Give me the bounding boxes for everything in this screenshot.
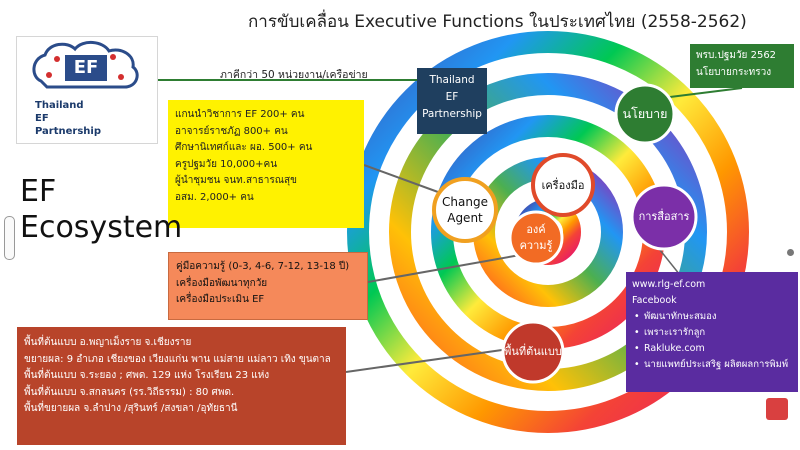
pilot-line: ขยายผล: 9 อำเภอ เชียงของ เวียงแก่น พาน แ… bbox=[24, 353, 331, 365]
connector-yellow bbox=[363, 164, 439, 193]
facebook-page-item[interactable]: เพราะเรารักลูก bbox=[632, 325, 792, 341]
policy-line-2: นโยบายกระทรวง bbox=[696, 67, 772, 78]
media-circle bbox=[630, 183, 698, 251]
knowledge-line-2: ความรู้ bbox=[519, 239, 553, 252]
stat-line: ศึกษานิเทศก์และ ผอ. 500+ คน bbox=[175, 142, 313, 153]
ecosystem-line-1: EF bbox=[20, 174, 57, 209]
tef-line-3: Partnership bbox=[422, 108, 482, 120]
logo-mark: EF bbox=[73, 57, 99, 78]
policy-note-box: พรบ.ปฐมวัย 2562 นโยบายกระทรวง bbox=[690, 44, 794, 88]
knowledge-line: เครื่องมือพัฒนาทุกวัย bbox=[176, 277, 268, 289]
brain-icon bbox=[32, 41, 139, 89]
pilot-label: พื้นที่ต้นแบบ bbox=[504, 345, 562, 358]
connector-purple bbox=[659, 249, 681, 276]
side-handle[interactable] bbox=[4, 216, 15, 260]
stat-line: ครูปฐมวัย 10,000+คน bbox=[175, 158, 278, 170]
policy-circle bbox=[614, 83, 676, 145]
knowledge-line: คู่มือความรู้ (0-3, 4-6, 7-12, 13-18 ปี) bbox=[176, 261, 350, 272]
corner-button[interactable] bbox=[766, 398, 788, 420]
pilot-line: พื้นที่ขยายผล จ.ลำปาง /สุรินทร์ /สงขลา /… bbox=[24, 403, 238, 414]
facebook-heading: Facebook bbox=[632, 295, 677, 306]
thailand-ef-partnership-box: Thailand EF Partnership bbox=[417, 68, 487, 134]
media-channels-box: www.rlg-ef.com Facebook พัฒนาทักษะสมอง เ… bbox=[626, 272, 798, 392]
connector-red bbox=[345, 349, 503, 373]
page-title: การขับเคลื่อน Executive Functions ในประเ… bbox=[248, 12, 747, 32]
facebook-page-item[interactable]: พัฒนาทักษะสมอง bbox=[632, 309, 792, 325]
network-label: ภาคีกว่า 50 หน่วยงาน/เครือข่าย bbox=[220, 69, 368, 81]
logo-line-3: Partnership bbox=[35, 126, 102, 137]
tools-circle bbox=[531, 153, 595, 217]
ecosystem-line-2: Ecosystem bbox=[20, 210, 183, 245]
facebook-page-item[interactable]: นายแพทย์ประเสริฐ ผลิตผลการพิมพ์ bbox=[632, 357, 792, 373]
logo-text: Thailand EF Partnership bbox=[35, 99, 101, 138]
stat-line: อสม. 2,000+ คน bbox=[175, 191, 254, 203]
connector-policy bbox=[661, 87, 743, 99]
spiral-ring-2 bbox=[389, 73, 707, 391]
media-label: การสื่อสาร bbox=[638, 210, 690, 223]
connector-orange bbox=[367, 254, 521, 283]
knowledge-line-1: องค์ bbox=[526, 223, 546, 236]
spiral-ring-outer bbox=[347, 31, 749, 433]
change-agent-line-1: Change bbox=[442, 195, 488, 209]
change-agent-label: Change Agent bbox=[435, 194, 495, 226]
website-link[interactable]: www.rlg-ef.com bbox=[632, 279, 706, 290]
policy-line-1: พรบ.ปฐมวัย 2562 bbox=[696, 50, 777, 61]
change-agent-line-2: Agent bbox=[447, 211, 483, 225]
change-agent-circle bbox=[432, 177, 498, 243]
tools-label: เครื่องมือ bbox=[541, 179, 585, 192]
stat-line: แกนนำวิชาการ EF 200+ คน bbox=[175, 109, 305, 120]
policy-label: นโยบาย bbox=[622, 106, 668, 121]
change-agent-stats-box: แกนนำวิชาการ EF 200+ คน อาจารย์ราชภัฏ 80… bbox=[168, 100, 364, 228]
pilot-line: พื้นที่ต้นแบบ จ.ระยอง ; ศพด. 129 แห่ง โร… bbox=[24, 370, 270, 381]
knowledge-circle bbox=[508, 210, 564, 266]
stat-line: ผู้นำชุมชน จนท.สาธารณสุข bbox=[175, 175, 297, 186]
facebook-page-item[interactable]: Rakluke.com bbox=[632, 341, 792, 357]
nav-dot[interactable] bbox=[787, 249, 794, 256]
tef-line-1: Thailand bbox=[429, 74, 475, 86]
ecosystem-heading: EF Ecosystem bbox=[20, 174, 182, 246]
knowledge-tools-box: คู่มือความรู้ (0-3, 4-6, 7-12, 13-18 ปี)… bbox=[168, 252, 368, 320]
pilot-line: พื้นที่ต้นแบบ อ.พญาเม็งราย จ.เชียงราย bbox=[24, 337, 192, 348]
knowledge-label: องค์ ความรู้ bbox=[510, 222, 562, 254]
ef-partnership-logo: EF Thailand EF Partnership bbox=[16, 36, 158, 144]
pilot-area-box: พื้นที่ต้นแบบ อ.พญาเม็งราย จ.เชียงราย ขย… bbox=[17, 327, 346, 445]
pilot-line: พื้นที่ต้นแบบ จ.สกลนคร (รร.วิถีธรรม) : 8… bbox=[24, 386, 235, 398]
logo-line-1: Thailand bbox=[35, 100, 84, 111]
pilot-circle bbox=[501, 320, 565, 384]
logo-line-2: EF bbox=[35, 113, 49, 124]
stat-line: อาจารย์ราชภัฏ 800+ คน bbox=[175, 125, 288, 137]
tef-line-2: EF bbox=[445, 91, 459, 103]
knowledge-line: เครื่องมือประเมิน EF bbox=[176, 294, 265, 305]
